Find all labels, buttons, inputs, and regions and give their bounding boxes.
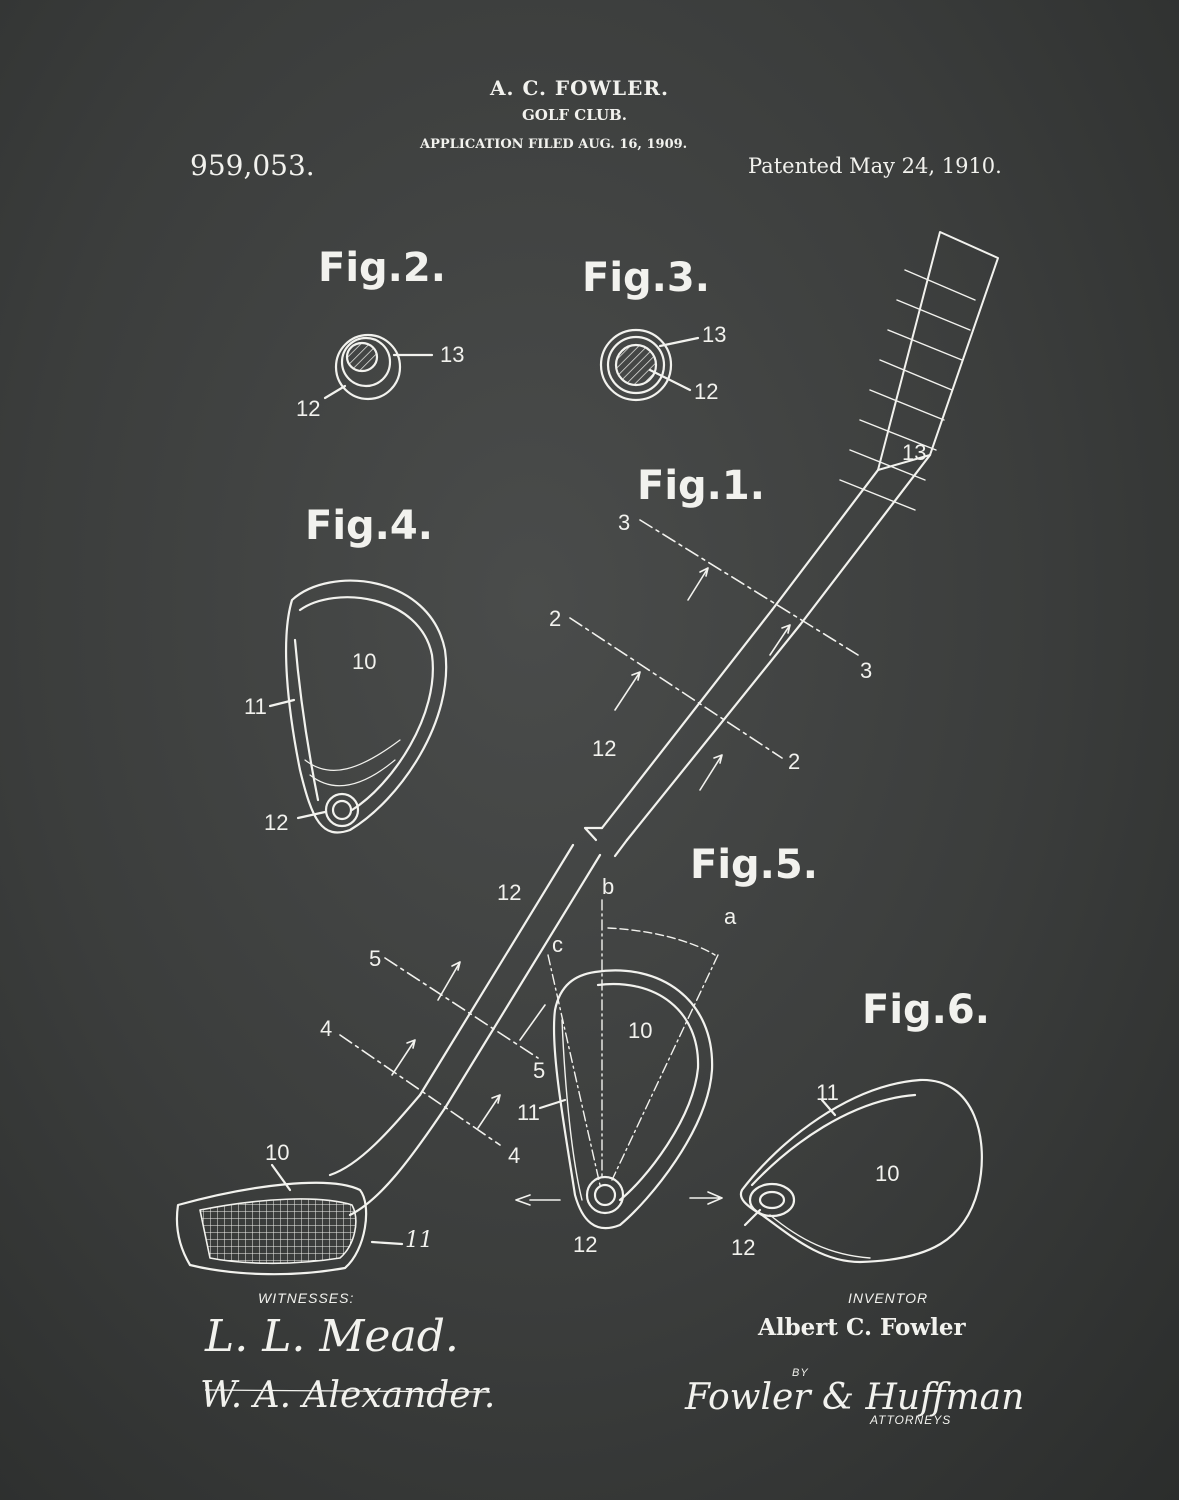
fig1-section-5-end: 5 bbox=[533, 1058, 546, 1083]
inventor-name: Albert C. Fowler bbox=[758, 1314, 966, 1341]
fig1-ref-10: 10 bbox=[265, 1140, 290, 1165]
fig1-club-drawing bbox=[175, 231, 999, 1276]
fig3-ref-12: 12 bbox=[694, 379, 719, 404]
fig6-ref-12: 12 bbox=[731, 1235, 756, 1260]
fig4-label: Fig.4. bbox=[305, 503, 433, 549]
fig1-label: Fig.1. bbox=[637, 463, 765, 509]
attorneys-label: ATTORNEYS bbox=[870, 1413, 952, 1427]
fig5-label: Fig.5. bbox=[690, 842, 818, 888]
fig1-section-lines bbox=[339, 519, 859, 1146]
fig1-section-3-end: 3 bbox=[860, 658, 873, 683]
patented-date: Patented May 24, 1910. bbox=[748, 154, 1002, 178]
inventor-label: INVENTOR bbox=[848, 1290, 929, 1306]
fig1-ref-13: 13 bbox=[902, 440, 927, 465]
fig3-ref-13: 13 bbox=[702, 322, 727, 347]
fig3-section-drawing bbox=[599, 328, 700, 402]
fig4-ref-11: 11 bbox=[244, 694, 267, 719]
fig5-angle-c: c bbox=[552, 932, 563, 957]
witness-2-signature: W. A. Alexander. bbox=[200, 1375, 496, 1416]
signature-underline bbox=[204, 1389, 491, 1393]
fig5-head-drawing bbox=[515, 899, 719, 1230]
fig2-section-drawing bbox=[323, 333, 434, 401]
fig1-section-5-start: 5 bbox=[369, 946, 382, 971]
application-filed: APPLICATION FILED AUG. 16, 1909. bbox=[420, 137, 688, 152]
fig2-ref-12: 12 bbox=[296, 396, 321, 421]
fig5-ref-10: 10 bbox=[628, 1018, 653, 1043]
fig6-label: Fig.6. bbox=[862, 987, 990, 1033]
fig1-section-2-end: 2 bbox=[788, 749, 801, 774]
fig5-angle-a: a bbox=[724, 904, 737, 929]
fig1-ref-11: 11 bbox=[405, 1228, 433, 1253]
section-arrows bbox=[391, 567, 791, 1129]
fig1-section-3-start: 3 bbox=[618, 510, 631, 535]
fig6-ref-10: 10 bbox=[875, 1161, 900, 1186]
fig6-ref-11: 11 bbox=[816, 1080, 839, 1105]
fig4-head-drawing bbox=[268, 579, 448, 834]
fig2-label: Fig.2. bbox=[318, 245, 446, 291]
attorneys-signature: Fowler & Huffman bbox=[685, 1377, 1025, 1418]
witness-1-signature: L. L. Mead. bbox=[205, 1311, 459, 1362]
fig2-ref-13: 13 bbox=[440, 342, 465, 367]
patent-title: GOLF CLUB. bbox=[522, 106, 627, 124]
fig5-ref-12: 12 bbox=[573, 1232, 598, 1257]
inventor-header: A. C. FOWLER. bbox=[490, 76, 669, 100]
fig3-label: Fig.3. bbox=[582, 255, 710, 301]
witnesses-label: WITNESSES: bbox=[258, 1290, 355, 1306]
fig5-ref-11: 11 bbox=[517, 1100, 540, 1125]
fig4-ref-10: 10 bbox=[352, 649, 377, 674]
fig6-head-drawing bbox=[689, 1078, 983, 1264]
by-label: BY bbox=[792, 1367, 809, 1379]
fig1-section-2-start: 2 bbox=[549, 606, 562, 631]
fig5-angle-b: b bbox=[602, 874, 615, 899]
fig1-ref-12-lower: 12 bbox=[497, 880, 522, 905]
fig1-ref-12-upper: 12 bbox=[592, 736, 617, 761]
patent-number: 959,053. bbox=[190, 149, 315, 182]
fig4-ref-12: 12 bbox=[264, 810, 289, 835]
fig1-section-4-start: 4 bbox=[320, 1016, 333, 1041]
fig1-section-4-end: 4 bbox=[508, 1143, 521, 1168]
